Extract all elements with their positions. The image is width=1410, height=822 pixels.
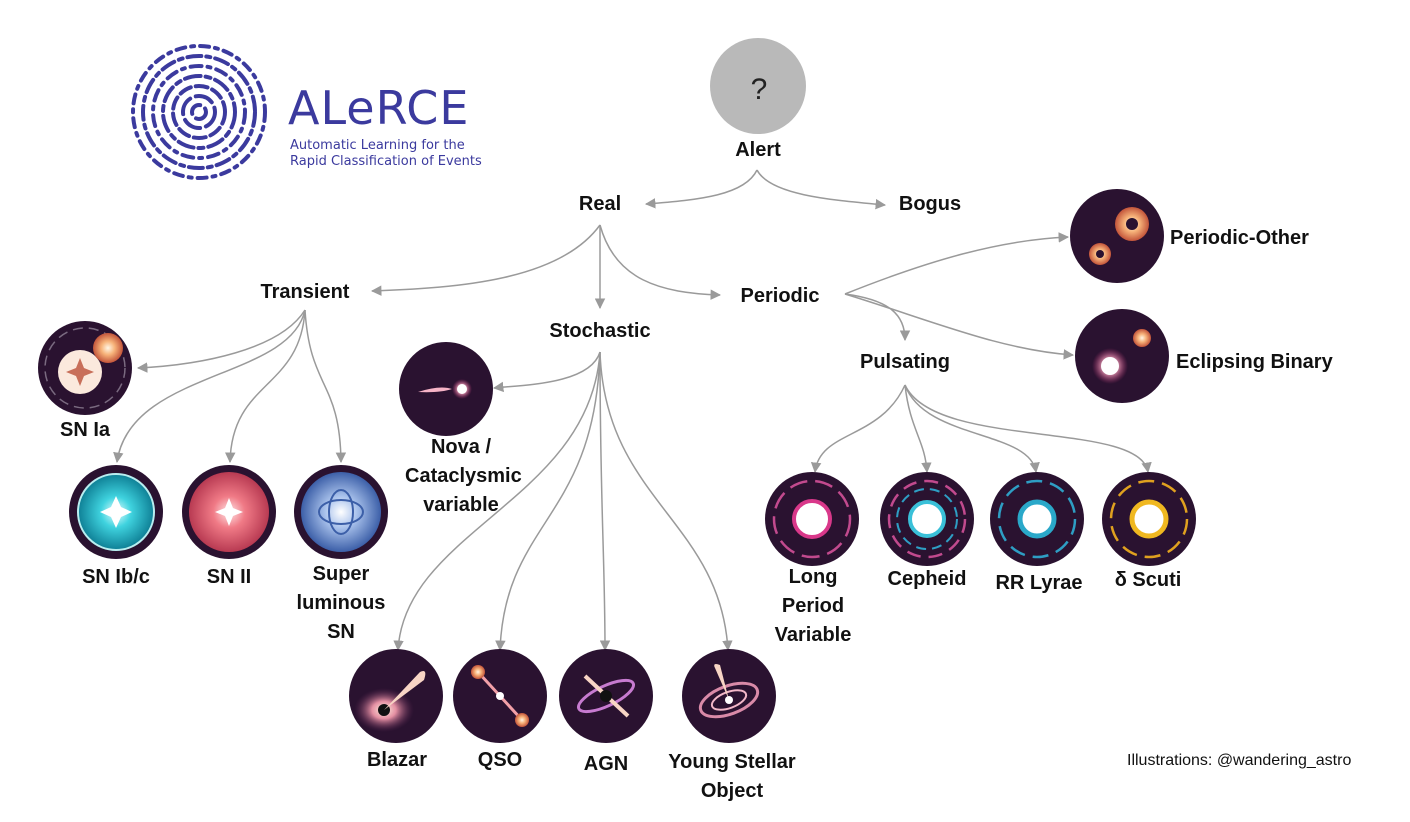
cepheid-icon xyxy=(880,472,974,566)
arrow-pulsating-cepheid xyxy=(904,384,932,474)
logo-subtitle: Automatic Learning for the Rapid Classif… xyxy=(290,138,482,170)
arrow-transient-slsn xyxy=(304,309,347,464)
node-delta-scuti: δ Scuti xyxy=(1114,569,1182,591)
alert-circle xyxy=(710,38,806,134)
blazar-icon xyxy=(349,649,443,743)
node-slsn: Super luminous SN xyxy=(296,563,386,643)
node-blazar: Blazar xyxy=(366,749,428,771)
node-cepheid: Cepheid xyxy=(887,568,967,590)
node-yso: Young Stellar Object xyxy=(668,751,796,802)
tree-connectors xyxy=(113,169,1152,652)
arrow-real-transient xyxy=(370,224,601,296)
node-lpv: Long Period Variable xyxy=(774,566,852,646)
node-sn-ii: SN II xyxy=(206,566,252,588)
node-nova: Nova / Cataclysmic variable xyxy=(405,436,522,516)
arrow-stochastic-yso xyxy=(599,351,733,652)
node-eclipsing-binary: Eclipsing Binary xyxy=(1176,351,1333,373)
delta-scuti-icon xyxy=(1102,472,1196,566)
sn-ia-icon xyxy=(38,321,132,415)
arrow-periodic-other xyxy=(844,232,1070,295)
arrow-pulsating-dscuti xyxy=(904,384,1152,474)
rr-lyrae-icon xyxy=(990,472,1084,566)
nova-icon xyxy=(399,342,493,436)
arrow-pulsating-lpv xyxy=(810,384,906,474)
arrow-transient-snia xyxy=(136,309,306,373)
yso-icon xyxy=(682,649,776,743)
node-agn: AGN xyxy=(583,753,629,775)
node-bogus: Bogus xyxy=(898,193,962,215)
illustration-credit: Illustrations: @wandering_astro xyxy=(1127,752,1352,769)
node-real: Real xyxy=(578,193,622,215)
arrow-alert-real xyxy=(644,169,758,209)
alerce-logo-mark xyxy=(131,44,267,180)
arrow-stochastic-blazar xyxy=(393,351,601,652)
logo-subtitle-line1: Automatic Learning for the xyxy=(290,138,465,153)
eclipsing-binary-icon xyxy=(1075,309,1169,403)
slsn-icon xyxy=(294,465,388,559)
node-periodic-other: Periodic-Other xyxy=(1170,227,1309,249)
node-alert: Alert xyxy=(735,139,781,161)
node-rr-lyrae: RR Lyrae xyxy=(995,572,1083,594)
sn-ii-icon xyxy=(182,465,276,559)
arrow-stochastic-qso xyxy=(495,351,601,652)
periodic-other-icon xyxy=(1070,189,1164,283)
arrow-pulsating-rrlyrae xyxy=(904,384,1040,474)
logo-subtitle-line2: Rapid Classification of Events xyxy=(290,154,482,169)
arrow-real-periodic xyxy=(599,224,722,300)
arrow-periodic-eb xyxy=(844,293,1075,360)
arrow-transient-snii xyxy=(224,309,306,464)
logo-title: ALeRCE xyxy=(288,81,470,135)
lpv-icon xyxy=(765,472,859,566)
arrow-alert-bogus xyxy=(756,169,887,210)
agn-icon xyxy=(559,649,653,743)
node-stochastic: Stochastic xyxy=(549,320,651,342)
node-pulsating: Pulsating xyxy=(859,351,950,373)
alert-question-mark: ? xyxy=(750,73,768,106)
qso-icon xyxy=(453,649,547,743)
node-sn-ibc: SN Ib/c xyxy=(82,566,150,588)
node-sn-ia: SN Ia xyxy=(59,419,111,441)
node-transient: Transient xyxy=(260,281,350,303)
arrow-transient-snibc xyxy=(113,309,306,464)
sn-ibc-icon xyxy=(69,465,163,559)
arrow-stochastic-nova xyxy=(492,351,601,393)
node-periodic: Periodic xyxy=(740,285,820,307)
node-qso: QSO xyxy=(477,749,523,771)
arrow-stochastic-agn xyxy=(599,351,611,652)
arrow-periodic-pulsating xyxy=(844,293,911,342)
